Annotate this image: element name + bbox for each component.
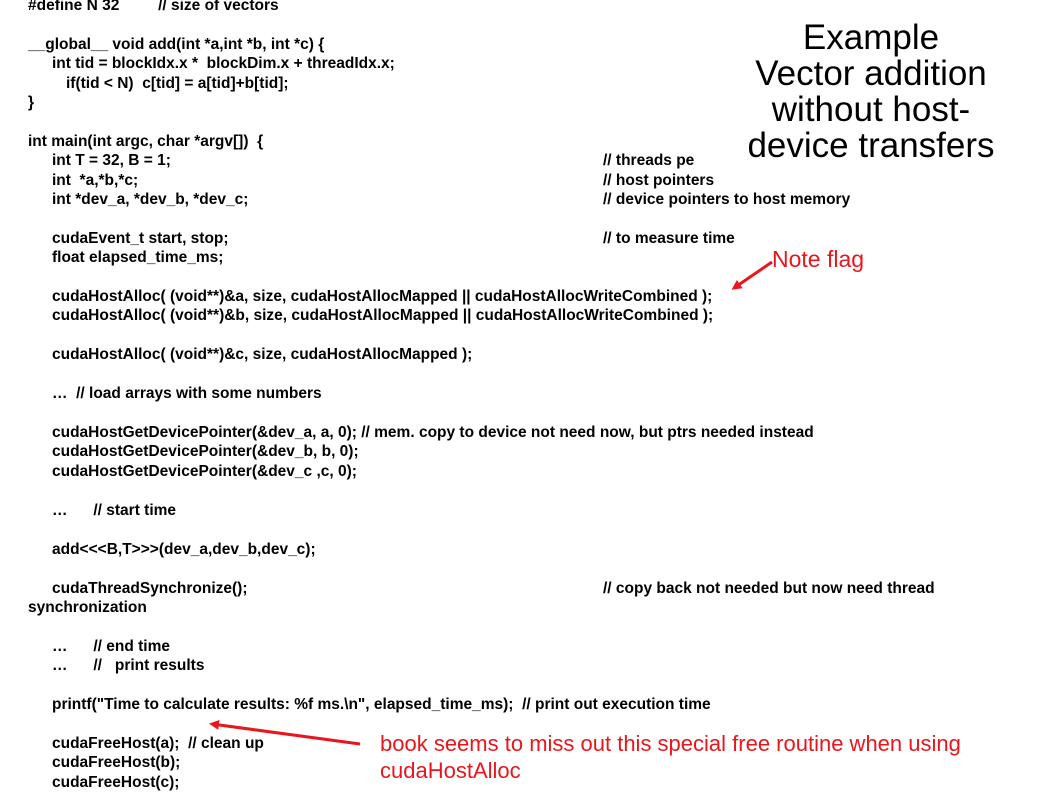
code-kernel-close: } <box>28 94 35 111</box>
code-alloc-c: cudaHostAlloc( (void**)&c, size, cudaHos… <box>52 346 473 363</box>
note-flag-arrow <box>731 260 773 290</box>
title-line-2: Vector addition <box>755 54 987 93</box>
code-sync-comment: // copy back not needed but now need thr… <box>603 580 935 597</box>
code-sync: cudaThreadSynchronize(); <box>52 580 248 597</box>
code-alloc-b: cudaHostAlloc( (void**)&b, size, cudaHos… <box>52 307 714 324</box>
code-float-decl: float elapsed_time_ms; <box>52 249 224 266</box>
code-kernel-signature: __global__ void add(int *a,int *b, int *… <box>28 36 325 53</box>
code-decl-dev: int *dev_a, *dev_b, *dev_c; <box>52 191 249 208</box>
code-decl-host: int *a,*b,*c; <box>52 172 139 189</box>
code-decl-host-comment: // host pointers <box>603 172 715 189</box>
code-load-arrays: … // load arrays with some numbers <box>52 385 322 402</box>
title-line-3: without host- <box>771 90 971 129</box>
code-event-comment: // to measure time <box>603 230 735 247</box>
book-note-annotation: book seems to miss out this special free… <box>380 731 961 783</box>
code-kernel-launch: add<<<B,T>>>(dev_a,dev_b,dev_c); <box>52 541 316 558</box>
title-line-1: Example <box>802 18 940 57</box>
code-get-ptr-b: cudaHostGetDevicePointer(&dev_b, b, 0); <box>52 443 359 460</box>
code-end-time: … // end time <box>52 638 170 655</box>
title-line-4: device transfers <box>747 126 995 165</box>
code-free-b: cudaFreeHost(b); <box>52 754 181 771</box>
code-free-c: cudaFreeHost(c); <box>52 774 180 791</box>
code-kernel-tid: int tid = blockIdx.x * blockDim.x + thre… <box>52 55 395 72</box>
code-define: #define N 32 // size of vectors <box>28 0 279 14</box>
code-sync-comment-wrap: synchronization <box>28 599 147 616</box>
code-get-ptr-c: cudaHostGetDevicePointer(&dev_c ,c, 0); <box>52 463 357 480</box>
code-free-a: cudaFreeHost(a); // clean up <box>52 735 264 752</box>
code-event-decl: cudaEvent_t start, stop; <box>52 230 229 247</box>
note-flag-annotation: Note flag <box>772 246 865 272</box>
slide-title: Example Vector addition without host- de… <box>735 18 1007 168</box>
code-start-time: … // start time <box>52 502 177 519</box>
code-get-ptr-a: cudaHostGetDevicePointer(&dev_a, a, 0); … <box>52 424 814 441</box>
code-printf: printf("Time to calculate results: %f ms… <box>52 696 711 713</box>
code-decl-dev-comment: // device pointers to host memory <box>603 191 851 208</box>
code-alloc-a: cudaHostAlloc( (void**)&a, size, cudaHos… <box>52 288 713 305</box>
code-kernel-if: if(tid < N) c[tid] = a[tid]+b[tid]; <box>66 75 289 92</box>
code-main-signature: int main(int argc, char *argv[]) { <box>28 133 264 150</box>
code-decl-tb-comment: // threads pe <box>603 152 695 169</box>
code-decl-tb: int T = 32, B = 1; <box>52 152 171 169</box>
code-print-results: … // print results <box>52 657 205 674</box>
